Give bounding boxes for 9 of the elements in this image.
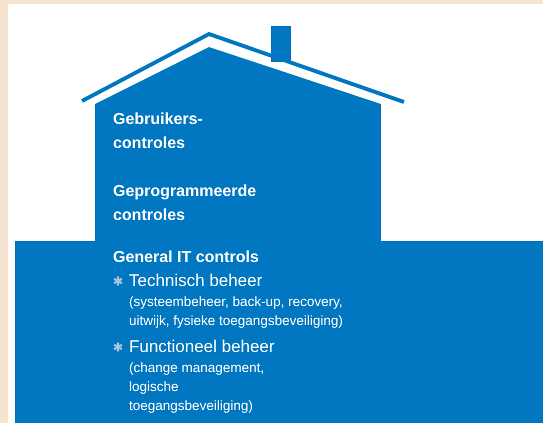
- bullet-description: (change management, logische toegangsbeveiliging): [128, 359, 266, 415]
- bullet-description: (systeembeheer, back-up, recovery, uitwijk, fysieke toegangsbeveiliging): [128, 293, 344, 330]
- house-foundation-section: [15, 241, 543, 423]
- section-heading: Gebruikers- controles: [113, 110, 204, 154]
- bullet-title: Technisch beheer: [129, 270, 262, 292]
- section-heading: Geprogrammeerde controles: [113, 182, 258, 226]
- bullet-title: Functioneel beheer: [129, 336, 275, 358]
- house-upper-section: [95, 47, 381, 173]
- section-heading: General IT controls: [113, 248, 260, 268]
